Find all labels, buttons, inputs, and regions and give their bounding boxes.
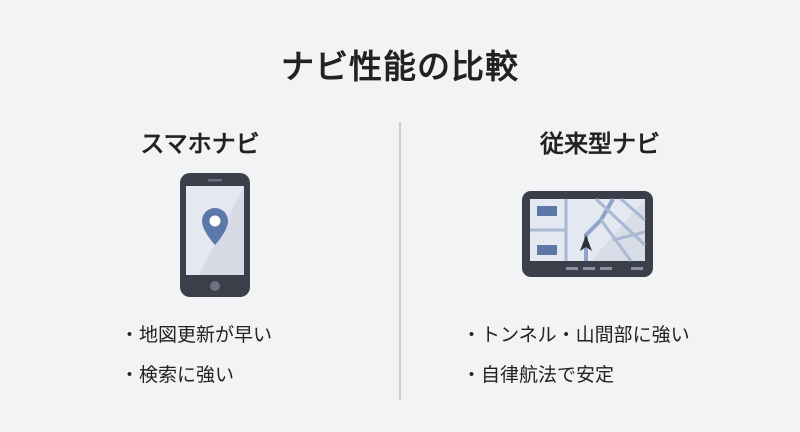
bullet-item: 地図更新が早い [120, 320, 272, 360]
smartphone-map-pin-icon [180, 173, 250, 297]
conventional-nav-heading: 従来型ナビ [540, 130, 660, 158]
page-title: ナビ性能の比較 [281, 47, 519, 86]
smartphone-nav-bullets: 地図更新が早い 検索に強い [120, 320, 272, 400]
conventional-nav-bullets: トンネル・山間部に強い 自律航法で安定 [462, 320, 690, 400]
bullet-item: 自律航法で安定 [462, 360, 690, 400]
car-navigation-device-icon [522, 191, 653, 277]
divider [399, 122, 401, 400]
bullet-item: 検索に強い [120, 360, 272, 400]
smartphone-nav-heading: スマホナビ [140, 130, 260, 158]
bullet-item: トンネル・山間部に強い [462, 320, 690, 360]
